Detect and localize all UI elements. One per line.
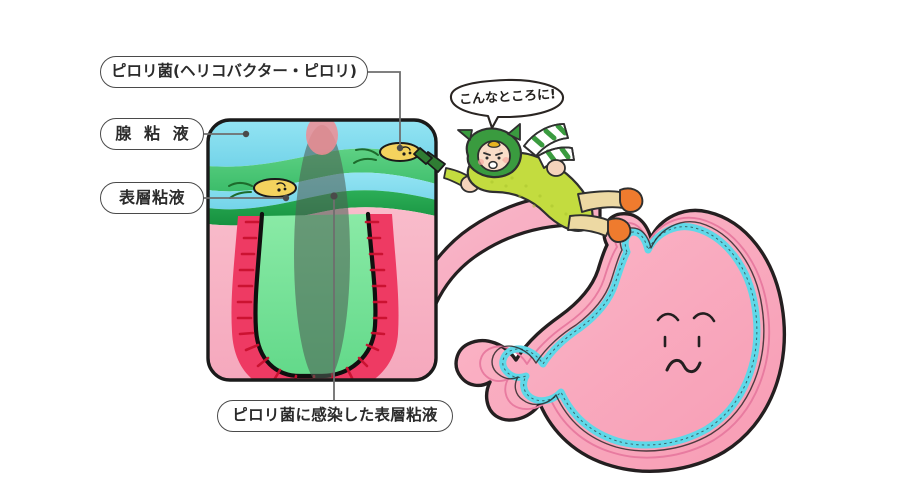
- column-tip: [306, 120, 338, 155]
- ninja-character: [413, 123, 644, 243]
- stomach-sad-face: [656, 312, 716, 374]
- kunai-dart-icon: [413, 147, 446, 173]
- leader-dot-gland: [242, 130, 250, 138]
- layer-infected-mucus-column: [294, 125, 350, 380]
- leader-dot-infected: [330, 192, 338, 200]
- leader-dot-pylori: [396, 144, 404, 152]
- callout-label-gland-mucus: 腺 粘 液: [100, 118, 204, 150]
- speech-bubble-shape: [449, 78, 565, 130]
- callout-label-pylori: ピロリ菌(ヘリコバクター・ピロリ): [100, 56, 368, 88]
- layer-gastric-pit-lining: [231, 214, 399, 380]
- leader-dot-surface: [282, 194, 290, 202]
- speech-bubble: こんなところに!: [448, 78, 566, 130]
- panel-border: [206, 118, 438, 382]
- callout-label-surface-mucus: 表層粘液: [100, 182, 204, 214]
- leader-dots: [242, 130, 404, 202]
- stomach-illustration: [454, 208, 787, 473]
- leader-lines: [204, 71, 401, 400]
- bacterium-left: [228, 178, 297, 199]
- leader-pylori: [368, 71, 401, 148]
- mucosa-cross-section-panel: [206, 118, 438, 382]
- pit-lining-ticks: [236, 220, 388, 380]
- callout-label-infected-surface-mucus: ピロリ菌に感染した表層粘液: [217, 400, 453, 432]
